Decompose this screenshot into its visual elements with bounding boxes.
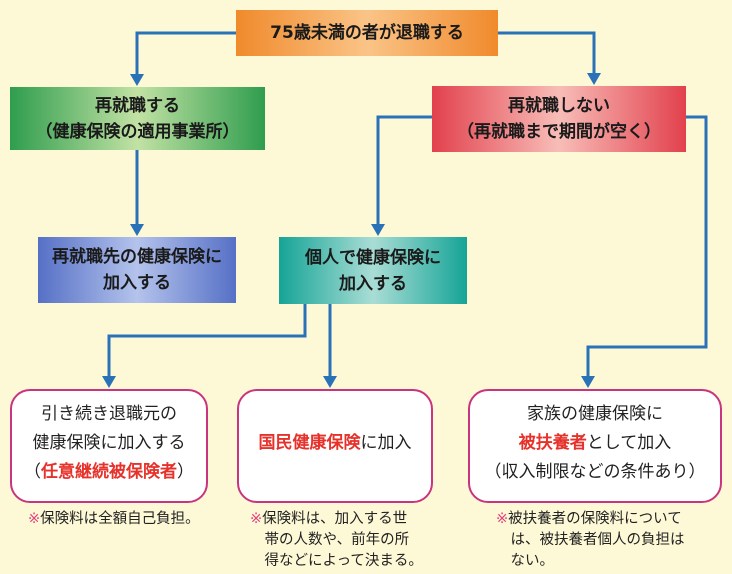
not-reemployed-subtitle: （再就職まで期間が空く）	[457, 122, 661, 142]
dependent-line3: （収入制限などの条件あり）	[484, 462, 706, 482]
not-reemployed-title: 再就職しない	[508, 96, 610, 116]
note-line: ない。	[510, 553, 555, 569]
outcome-dependent: 家族の健康保険に 被扶養者として加入 （収入制限などの条件あり）	[468, 389, 722, 503]
note-text: 被扶養者の保険料について	[508, 511, 682, 527]
voluntary-continuation-line3: （任意継続被保険者）	[24, 458, 194, 487]
voluntary-continuation-line1: 引き続き退職元の	[41, 404, 177, 424]
note-line: は、被扶養者個人の負担は	[510, 532, 685, 548]
start-label: 75歳未満の者が退職する	[270, 23, 464, 43]
dependent-highlight: 被扶養者	[518, 433, 587, 453]
paren-close: ）	[177, 462, 194, 482]
individual-insurance-line2: 加入する	[339, 273, 407, 294]
arrow-individual-to-voluntary-continuation	[102, 304, 307, 388]
arrow-reemployed-to-employer-insurance	[130, 150, 144, 236]
step-individual-insurance: 個人で健康保険に 加入する	[279, 237, 467, 304]
note-line: ※被扶養者の保険料について	[496, 509, 685, 530]
start-node-retirement: 75歳未満の者が退職する	[236, 10, 498, 56]
outcome-national-insurance: 国民健康保険に加入	[237, 389, 433, 503]
note-line: 帯の人数や、前年の所	[264, 532, 410, 548]
employer-insurance-line2: 加入する	[103, 273, 171, 293]
dependent-line2: 被扶養者として加入	[519, 429, 672, 458]
note-line: ※保険料は全額自己負担。	[28, 509, 200, 530]
note-mark: ※	[496, 511, 509, 527]
national-insurance-highlight: 国民健康保険	[258, 433, 361, 453]
outcome-voluntary-continuation: 引き続き退職元の 健康保険に加入する （任意継続被保険者）	[10, 389, 208, 503]
individual-insurance-line1: 個人で健康保険に	[305, 247, 441, 268]
note-dependent: ※被扶養者の保険料について は、被扶養者個人の負担は ない。	[496, 509, 685, 572]
national-insurance-rest: に加入	[360, 433, 412, 453]
branch-not-reemployed: 再就職しない （再就職まで期間が空く）	[432, 86, 686, 152]
note-mark: ※	[250, 511, 263, 527]
voluntary-continuation-highlight: 任意継続被保険者	[41, 462, 177, 482]
branch-reemployed: 再就職する （健康保険の適用事業所）	[10, 87, 265, 150]
arrow-not-reemployed-to-individual-insurance	[371, 115, 432, 236]
arrow-not-reemployed-to-dependent	[581, 115, 708, 388]
note-text: 保険料は、加入する世	[262, 511, 408, 527]
paren-open: （	[24, 462, 41, 482]
step-employer-insurance: 再就職先の健康保険に 加入する	[38, 237, 236, 303]
reemployed-subtitle: （健康保険の適用事業所）	[35, 121, 240, 142]
dependent-line2-rest: として加入	[586, 433, 672, 453]
arrow-individual-to-national-insurance	[323, 304, 337, 388]
note-line: 得などによって決まる。	[264, 553, 423, 569]
note-text: 保険料は全額自己負担。	[40, 511, 200, 527]
dependent-line1: 家族の健康保険に	[527, 404, 663, 424]
note-national-insurance: ※保険料は、加入する世 帯の人数や、前年の所 得などによって決まる。	[250, 509, 423, 572]
arrow-retire-to-reemployed	[130, 31, 236, 86]
voluntary-continuation-line2: 健康保険に加入する	[32, 433, 186, 453]
national-insurance-line: 国民健康保険に加入	[259, 429, 412, 458]
note-mark: ※	[28, 511, 41, 527]
employer-insurance-line1: 再就職先の健康保険に	[52, 247, 222, 267]
arrow-retire-to-not-reemployed	[498, 31, 601, 85]
note-voluntary-continuation: ※保険料は全額自己負担。	[28, 509, 200, 530]
reemployed-title: 再就職する	[95, 95, 180, 116]
note-line: ※保険料は、加入する世	[250, 509, 423, 530]
